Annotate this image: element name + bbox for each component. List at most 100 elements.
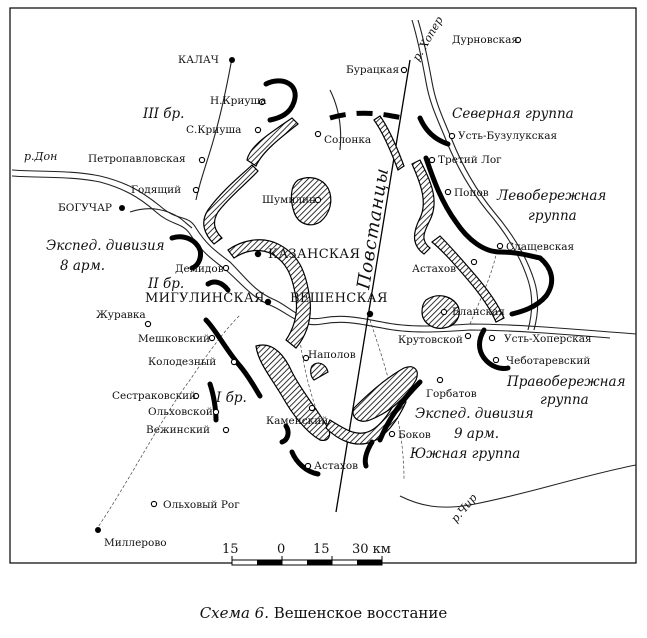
kalach-label: КАЛАЧ bbox=[178, 54, 219, 66]
petropavlovskaya-label: Петропавловская bbox=[88, 153, 186, 165]
olkhovskoy-marker bbox=[212, 408, 220, 416]
vezhinskiy-label: Вежинский bbox=[146, 424, 210, 436]
chir-river-label: р.Чир bbox=[448, 491, 479, 525]
don-river-bank bbox=[11, 175, 611, 339]
chebotarevskiy-marker bbox=[492, 356, 500, 364]
don-river bbox=[11, 169, 637, 335]
kalach-marker bbox=[229, 57, 235, 63]
caption-text: Вешенское восстание bbox=[268, 604, 448, 622]
olkhoviy-rog-label: Ольховый Рог bbox=[163, 499, 240, 511]
scale-bar: 15 0 15 30 км bbox=[222, 542, 391, 566]
petropavlovskaya-marker bbox=[198, 156, 206, 164]
popov-marker bbox=[444, 188, 452, 196]
popov-label: Попов bbox=[454, 187, 489, 199]
rivers bbox=[11, 19, 637, 508]
northern-group-label: Северная группа bbox=[452, 106, 574, 122]
meshkovskiy-label: Мешковский bbox=[138, 333, 210, 345]
solonka-label: Солонка bbox=[324, 134, 371, 146]
krutovskoy-marker bbox=[464, 332, 472, 340]
chir-river bbox=[399, 464, 637, 508]
rebel-positions bbox=[203, 115, 505, 445]
tretiy-log-label: Третий Лог bbox=[438, 154, 502, 166]
right-bank-label-1: Правобережная bbox=[506, 374, 626, 390]
s-krusha-label: С.Криуша bbox=[186, 124, 241, 136]
tributary-north bbox=[329, 89, 342, 151]
krutovskoy-label: Крутовской bbox=[398, 334, 463, 346]
brigade-1-label: I бр. bbox=[215, 390, 247, 406]
sestrakovskiy-label: Сестраковский bbox=[112, 390, 196, 402]
shumilin-label: Шумилин bbox=[262, 194, 316, 206]
buratskaya-marker bbox=[400, 66, 408, 74]
left-bank-label-2: группа bbox=[528, 208, 577, 224]
brigade-2-label: II бр. bbox=[147, 276, 184, 292]
map-frame bbox=[9, 7, 637, 564]
astakhov-n-label: Астахов bbox=[412, 263, 456, 275]
settlements: КАЛАЧ Н.Криуша С.Криуша Петропавловская … bbox=[58, 34, 592, 549]
boguchar-label: БОГУЧАР bbox=[58, 202, 112, 214]
olkhovskoy-label: Ольховской bbox=[148, 406, 213, 418]
godyashchiy-label: Годящий bbox=[131, 184, 181, 196]
southern-group-label: Южная группа bbox=[409, 446, 520, 462]
bokov-label: Боков bbox=[398, 429, 431, 441]
n-krusha-label: Н.Криуша bbox=[210, 95, 267, 107]
millerovo-marker bbox=[95, 527, 101, 533]
s-krusha-marker bbox=[254, 126, 262, 134]
zhuravka-marker bbox=[144, 320, 152, 328]
kazanskaya-marker bbox=[254, 250, 262, 258]
kamenskiy-marker bbox=[308, 404, 316, 412]
slashchevskaya-label: Слащевская bbox=[506, 241, 575, 253]
buratskaya-label: Бурацкая bbox=[346, 64, 399, 76]
scale-tick-0: 15 bbox=[222, 542, 239, 557]
durnovskaya-label: Дурновская bbox=[452, 34, 518, 46]
chebotarevskiy-label: Чеботаревский bbox=[506, 355, 590, 367]
kolodezniy-marker bbox=[230, 358, 238, 366]
astakhov-s-marker bbox=[304, 462, 312, 470]
right-bank-label-2: группа bbox=[540, 392, 589, 408]
exped-8-label-1: Экспед. дивизия bbox=[46, 238, 165, 254]
astakhov-n-marker bbox=[470, 258, 478, 266]
scale-tick-1: 0 bbox=[277, 542, 285, 557]
ust-buzulukskaya-marker bbox=[448, 132, 456, 140]
ust-khoperskaya-label: Усть-Хоперская bbox=[504, 333, 592, 345]
millerovo-label: Миллерово bbox=[104, 537, 167, 549]
elanskaya-label: Еланская bbox=[452, 306, 505, 318]
unit-labels: III бр. Экспед. дивизия 8 арм. II бр. I … bbox=[46, 106, 626, 462]
ust-khoperskaya-marker bbox=[488, 334, 496, 342]
napolov-label: Наполов bbox=[308, 349, 356, 361]
khoper-bank bbox=[417, 19, 539, 331]
don-river-label: р.Дон bbox=[24, 150, 57, 163]
ust-buzulukskaya-label: Усть-Бузулукская bbox=[458, 130, 557, 142]
solonka-marker bbox=[314, 130, 322, 138]
astakhov-s-label: Астахов bbox=[314, 460, 358, 472]
figure-caption: Схема 6. Вешенское восстание bbox=[0, 604, 647, 622]
kolodezniy-label: Колодезный bbox=[148, 356, 216, 368]
vezhinskiy-marker bbox=[222, 426, 230, 434]
tretiy-log-marker bbox=[428, 156, 436, 164]
meshkovskiy-marker bbox=[208, 334, 216, 342]
slashchevskaya-marker bbox=[496, 242, 504, 250]
demidov-label: Демидов bbox=[175, 263, 224, 275]
boguchar-marker bbox=[119, 205, 125, 211]
kazanskaya-label: КАЗАНСКАЯ bbox=[268, 247, 360, 262]
napolov-marker bbox=[302, 354, 310, 362]
khoper-river-label: р. Хопер bbox=[410, 14, 446, 63]
caption-italic: Схема 6. bbox=[199, 604, 269, 622]
migulinskaya-marker bbox=[264, 298, 272, 306]
exped-9-label-1: Экспед. дивизия bbox=[415, 406, 534, 422]
boguchar-river bbox=[129, 208, 193, 229]
shumilin-marker bbox=[314, 196, 322, 204]
tributary-kalach bbox=[195, 57, 233, 201]
gorbatov-marker bbox=[436, 376, 444, 384]
demidov-marker bbox=[222, 264, 230, 272]
scale-tick-2: 15 bbox=[313, 542, 330, 557]
exped-9-label-2: 9 арм. bbox=[454, 426, 499, 442]
durnovskaya-marker bbox=[514, 36, 522, 44]
khoper-river bbox=[411, 19, 533, 331]
migulinskaya-label: МИГУЛИНСКАЯ bbox=[145, 291, 265, 306]
zhuravka-label: Журавка bbox=[96, 309, 146, 321]
veshenskaya-marker bbox=[366, 310, 374, 318]
brigade-3-label: III бр. bbox=[142, 106, 184, 122]
bokov-marker bbox=[388, 430, 396, 438]
n-krusha-marker bbox=[258, 98, 266, 106]
